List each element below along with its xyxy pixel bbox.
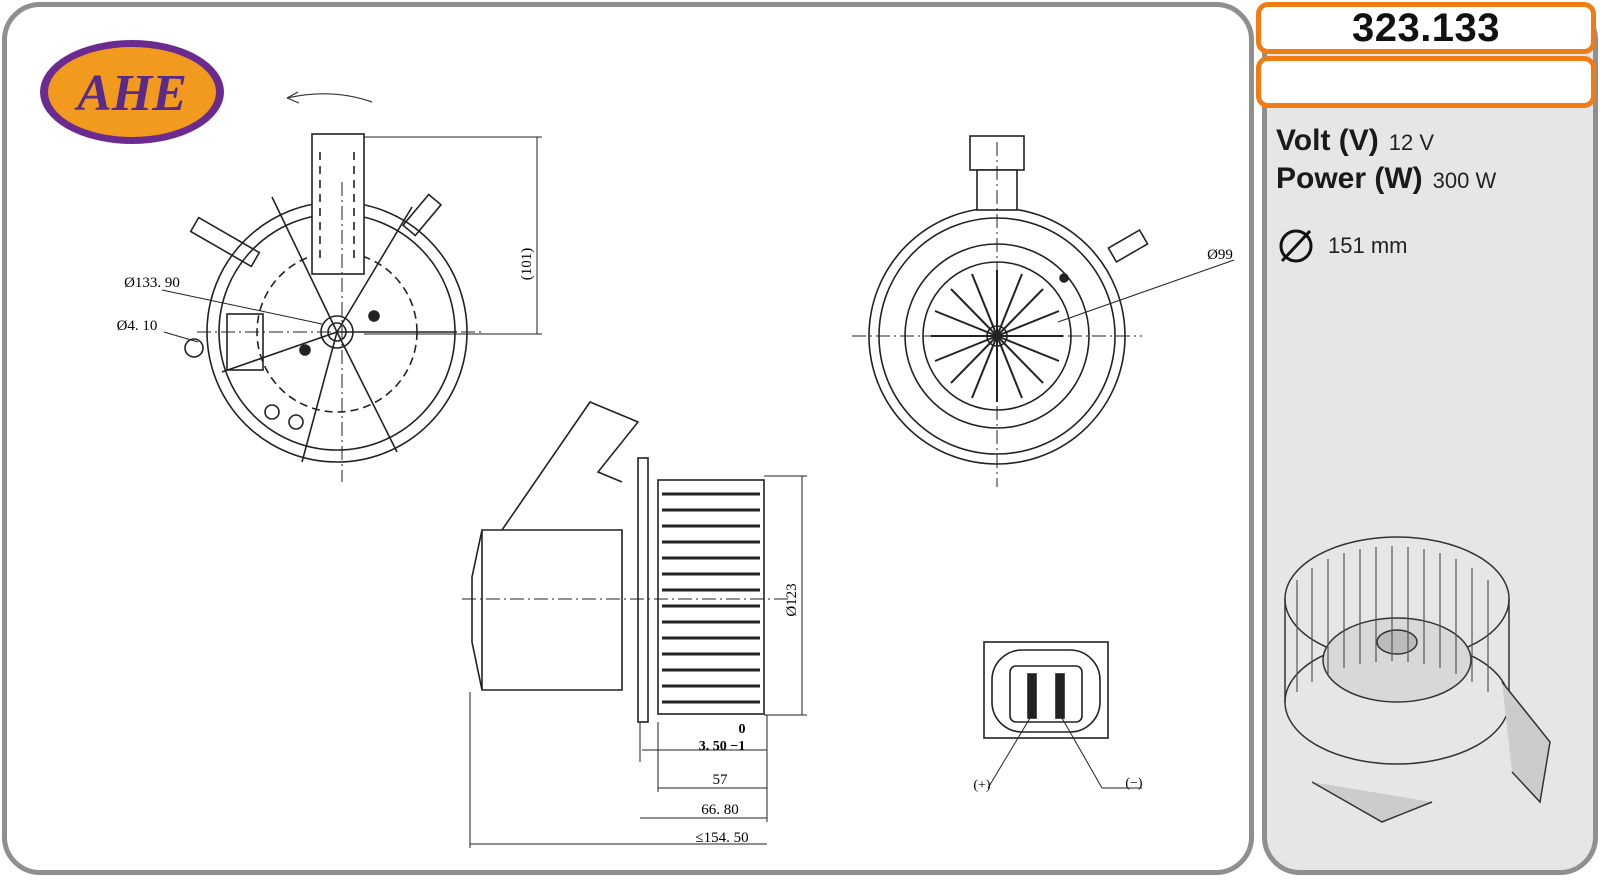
volt-row: Volt (V) 12 V <box>1276 124 1434 158</box>
dim-tol-upper: 0 <box>739 722 746 737</box>
dim-d133: Ø133. 90 <box>124 275 180 291</box>
rotation-arrow <box>286 93 373 103</box>
side-view-fins <box>662 492 760 704</box>
dim-66-80: 66. 80 <box>701 802 739 818</box>
product-subtitle-box <box>1256 56 1596 108</box>
dim-d123: Ø123 <box>784 583 800 616</box>
blower-photo <box>1284 536 1551 823</box>
power-label: Power (W) <box>1276 162 1423 195</box>
dim-3-50: 3. 50 −1 <box>699 739 745 754</box>
ahe-logo: AHE <box>40 40 224 144</box>
product-code: 323.133 <box>1351 5 1501 50</box>
volt-label: Volt (V) <box>1276 124 1379 157</box>
technical-drawing-panel: AHE <box>2 2 1254 875</box>
dim-57: 57 <box>713 772 729 788</box>
volt-value: 12 V <box>1388 130 1435 155</box>
dim-d99: Ø99 <box>1207 247 1233 263</box>
connector-view <box>983 641 1142 789</box>
spec-panel <box>1262 2 1598 875</box>
dim-154-50: ≤154. 50 <box>695 830 748 846</box>
pin-minus-label: (−) <box>1125 776 1143 791</box>
rear-blades <box>931 270 1063 402</box>
dim-h101: (101) <box>519 248 535 281</box>
diameter-value: 151 mm <box>1328 233 1408 258</box>
pin-plus-label: (+) <box>973 778 991 793</box>
logo-text: AHE <box>74 65 187 122</box>
diameter-row: 151 mm <box>1276 226 1407 266</box>
blower-motor-drawing: AHE <box>40 40 1235 848</box>
diameter-icon <box>1279 229 1313 263</box>
power-value: 300 W <box>1432 168 1497 193</box>
dim-d4: Ø4. 10 <box>117 318 158 334</box>
front-view <box>184 133 482 482</box>
power-row: Power (W) 300 W <box>1276 162 1496 196</box>
rear-view <box>852 135 1149 487</box>
product-code-box: 323.133 <box>1256 2 1596 54</box>
side-view <box>462 401 792 723</box>
